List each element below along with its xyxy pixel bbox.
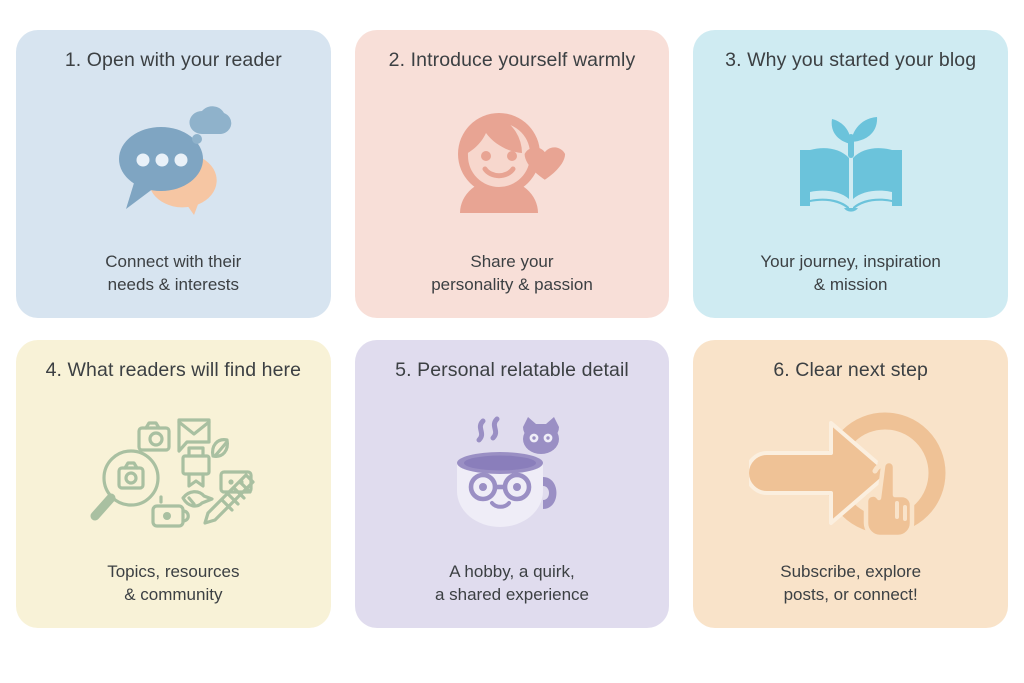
speech-bubbles-icon — [30, 73, 317, 250]
card-caption: Your journey, inspiration & mission — [760, 252, 941, 294]
arrow-to-click-target-icon — [707, 383, 994, 560]
card-1-open-with-your-reader[interactable]: 1. Open with your reader Connect with th… — [16, 30, 331, 318]
open-book-with-sprout-icon — [707, 73, 994, 250]
card-5-personal-relatable-detail[interactable]: 5. Personal relatable detail — [354, 340, 670, 628]
card-caption: Connect with their needs & interests — [105, 252, 242, 294]
coffee-mug-with-glasses-icon — [369, 383, 656, 560]
card-title: 5. Personal relatable detail — [395, 359, 629, 381]
card-title: 3. Why you started your blog — [725, 49, 977, 71]
card-6-clear-next-step[interactable]: 6. Clear next step Subscribe, explore po… — [693, 340, 1008, 628]
card-caption: Share your personality & passion — [431, 252, 593, 294]
card-caption: Subscribe, explore posts, or connect! — [780, 562, 922, 604]
card-title: 1. Open with your reader — [64, 49, 282, 71]
card-title: 6. Clear next step — [773, 359, 928, 381]
content-icons-cluster-icon — [30, 383, 317, 560]
card-2-introduce-yourself-warmly[interactable]: 2. Introduce yourself warmly Share your … — [354, 30, 670, 318]
cat-head — [522, 416, 559, 454]
card-caption: Topics, resources & community — [107, 562, 240, 604]
person-with-heart-icon — [369, 73, 656, 250]
card-3-why-you-started-your-blog[interactable]: 3. Why you started your blog Your journe… — [693, 30, 1008, 318]
card-title: 2. Introduce yourself warmly — [388, 49, 636, 71]
card-4-what-readers-will-find-here[interactable]: 4. What readers will find here — [16, 340, 331, 628]
card-caption: A hobby, a quirk, a shared experience — [434, 562, 590, 604]
card-title: 4. What readers will find here — [45, 359, 302, 381]
